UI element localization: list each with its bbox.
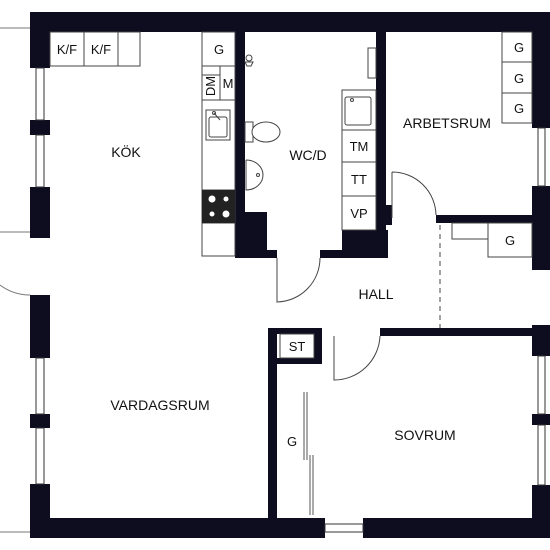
wall-vard-sov <box>268 328 277 518</box>
arbetsrum-wardrobes: G G G <box>501 31 533 124</box>
windows <box>30 67 550 538</box>
door-sovrum <box>333 335 381 381</box>
window-left-1 <box>30 67 50 121</box>
laundry-column: TM TT VP <box>341 89 377 231</box>
washing-machine-label: TM <box>350 139 369 154</box>
balcony <box>0 27 31 533</box>
room-label-hall: HALL <box>358 286 393 302</box>
wall-bottom <box>30 518 550 538</box>
wardrobe-1 <box>501 31 533 63</box>
fridge-freezer-2-label: K/F <box>91 42 111 57</box>
sovrum-wardrobe <box>303 392 314 515</box>
wall-top <box>30 12 550 32</box>
storage-box <box>279 333 315 359</box>
window-left-2 <box>30 134 50 188</box>
window-bottom <box>324 518 364 538</box>
tumble-dryer-label: TT <box>351 172 367 187</box>
window-left-4 <box>30 427 50 485</box>
washbasin-icon <box>245 159 264 191</box>
outer-walls <box>30 12 550 538</box>
wall-wc-arb <box>376 32 386 258</box>
wc-wall-cabinet <box>367 47 377 79</box>
window-left-3 <box>30 357 50 415</box>
dishwasher-label: DM <box>203 76 218 96</box>
interior-walls <box>235 32 532 518</box>
wall-kitchen-wc <box>235 32 245 258</box>
wall-st-top <box>268 328 320 334</box>
wall-arb-stub <box>386 205 392 225</box>
window-right-3 <box>532 424 550 486</box>
hall-wardrobe-label: G <box>505 233 515 248</box>
storage-label: ST <box>289 339 306 354</box>
hall-shelf <box>451 222 489 240</box>
kitchen-cabinet-g-label: G <box>214 42 224 57</box>
wardrobe-3 <box>501 92 533 124</box>
window-right-1 <box>532 127 550 187</box>
room-label-sovrum: SOVRUM <box>394 427 455 443</box>
washing-machine <box>341 129 377 163</box>
hall-wardrobe-box <box>487 222 533 258</box>
microwave-label: M <box>223 76 234 91</box>
wardrobe-1-label: G <box>514 40 524 55</box>
water-heater <box>341 195 377 231</box>
wall-left-upper <box>30 12 50 238</box>
wardrobe-2-label: G <box>514 71 524 86</box>
fridge-freezer-2 <box>83 31 119 67</box>
room-label-arbetsrum: ARBETSRUM <box>403 115 491 131</box>
window-right-2 <box>532 355 550 415</box>
door-arbetsrum <box>391 171 437 218</box>
room-label-kok: KÖK <box>111 143 141 160</box>
wall-sov-top-stub <box>277 358 322 364</box>
storage: ST <box>279 333 315 359</box>
room-labels: KÖK WC/D ARBETSRUM HALL VARDAGSRUM SOVRU… <box>110 115 491 443</box>
kitchen-fixtures: K/F K/F G DM M <box>49 31 236 257</box>
fridge-freezer-1-label: K/F <box>57 42 77 57</box>
tumble-dryer <box>341 161 377 197</box>
stove-icon <box>202 190 235 223</box>
upper-cabinet <box>117 31 141 67</box>
kitchen-sink-icon <box>205 109 231 141</box>
wardrobe-2 <box>501 61 533 94</box>
room-label-vardagsrum: VARDAGSRUM <box>110 397 209 413</box>
doors <box>276 171 441 381</box>
wall-wc-bottom <box>245 250 277 258</box>
shower-tap-icon <box>244 54 254 67</box>
wall-sov-top <box>380 328 532 336</box>
balcony-door-arc <box>0 284 31 296</box>
hall-wardrobe: G <box>451 222 533 258</box>
fridge-freezer-1 <box>49 31 85 67</box>
wall-st-right <box>314 328 322 362</box>
wall-left-lower <box>30 295 50 538</box>
wall-arb-bottom <box>436 215 532 223</box>
wardrobe-3-label: G <box>514 101 524 116</box>
wc-fixtures <box>244 47 377 191</box>
balcony-outline <box>0 27 30 533</box>
toilet-icon <box>244 121 281 143</box>
room-label-wc: WC/D <box>289 147 326 163</box>
sovrum-wardrobe-label: G <box>287 434 297 449</box>
water-heater-label: VP <box>350 206 367 221</box>
door-wc <box>276 257 321 303</box>
